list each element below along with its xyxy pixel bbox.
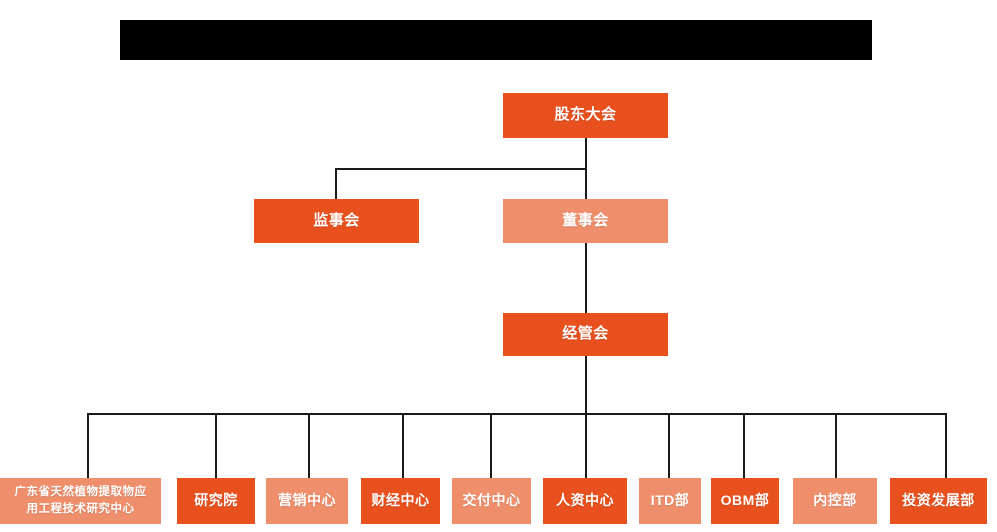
node-board-of-directors-label: 董事会	[562, 211, 609, 229]
node-itd-department-label: ITD部	[650, 492, 690, 509]
node-shareholders-meeting[interactable]: 股东大会	[503, 93, 668, 138]
connector-to-itd-dept	[668, 413, 670, 478]
node-shareholders-meeting-label: 股东大会	[554, 106, 617, 124]
connector-to-directors	[585, 168, 587, 199]
connector-to-obm-dept	[743, 413, 745, 478]
connector-to-finance-center	[402, 413, 404, 478]
connector-shareholders-down	[585, 138, 587, 170]
node-hr-center[interactable]: 人资中心	[543, 478, 627, 524]
node-obm-department-label: OBM部	[720, 492, 770, 509]
connector-to-internal-control-dept	[835, 413, 837, 478]
redacted-title-banner	[120, 20, 872, 60]
node-delivery-center[interactable]: 交付中心	[452, 478, 531, 524]
connector-to-research-institute	[215, 413, 217, 478]
connector-to-marketing-center	[308, 413, 310, 478]
connector-management-down	[585, 356, 587, 414]
connector-department-bus	[87, 413, 947, 415]
node-research-institute[interactable]: 研究院	[177, 478, 255, 524]
node-gd-natural-plant-extract-research-center-label: 广东省天然植物提取物应 用工程技术研究中心	[3, 484, 158, 517]
connector-to-hr-center	[585, 413, 587, 478]
node-internal-control-department[interactable]: 内控部	[793, 478, 877, 524]
connector-to-delivery-center	[490, 413, 492, 478]
node-marketing-center-label: 营销中心	[278, 492, 336, 509]
node-research-institute-label: 研究院	[194, 492, 238, 509]
connector-level2-horizontal	[335, 168, 587, 170]
node-finance-center[interactable]: 财经中心	[361, 478, 440, 524]
node-board-of-directors[interactable]: 董事会	[503, 199, 668, 243]
node-internal-control-department-label: 内控部	[813, 492, 857, 509]
connector-to-gd-research-center	[87, 413, 89, 478]
node-board-of-supervisors-label: 监事会	[313, 211, 360, 229]
node-hr-center-label: 人资中心	[556, 492, 614, 509]
label-line-2: 用工程技术研究中心	[26, 503, 135, 515]
node-investment-development-department[interactable]: 投资发展部	[890, 478, 987, 524]
node-gd-natural-plant-extract-research-center[interactable]: 广东省天然植物提取物应 用工程技术研究中心	[0, 478, 161, 524]
connector-to-supervisors	[335, 168, 337, 199]
node-delivery-center-label: 交付中心	[462, 492, 521, 509]
node-investment-development-department-label: 投资发展部	[902, 492, 975, 509]
connector-to-investment-development-dept	[945, 413, 947, 478]
node-management-committee-label: 经管会	[562, 325, 609, 343]
connector-directors-to-management	[585, 243, 587, 313]
node-finance-center-label: 财经中心	[371, 492, 430, 509]
node-obm-department[interactable]: OBM部	[711, 478, 779, 524]
node-management-committee[interactable]: 经管会	[503, 313, 668, 356]
node-itd-department[interactable]: ITD部	[639, 478, 701, 524]
node-marketing-center[interactable]: 营销中心	[266, 478, 348, 524]
node-board-of-supervisors[interactable]: 监事会	[254, 199, 419, 243]
label-line-1: 广东省天然植物提取物应	[14, 486, 147, 499]
